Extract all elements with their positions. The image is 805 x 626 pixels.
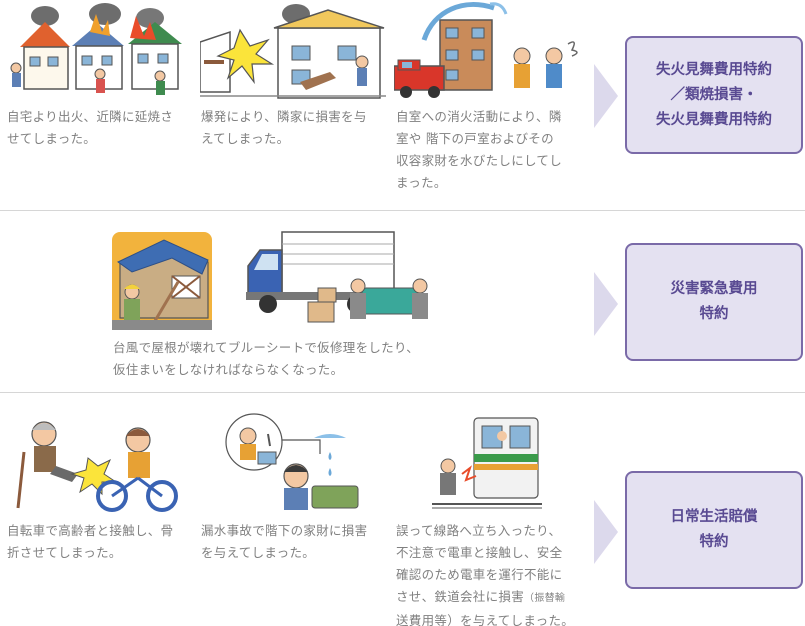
typhoon-repair-illustration <box>112 232 212 330</box>
row-disaster: 台風で屋根が壊れてブルーシートで仮修理をしたり、 仮住まいをしなければならなくな… <box>0 212 805 392</box>
caption-water-damage: 自室への消火活動により、隣 室や 階下の戸室およびその 収容家財を水びたしにして… <box>396 109 563 190</box>
arrow-right-icon <box>594 272 618 336</box>
caption-train: 誤って線路へ立ち入ったり、 不注意で電車と接触し、安全 確認のため電車を運行不能… <box>396 523 575 626</box>
divider <box>0 210 805 211</box>
caption-typhoon: 台風で屋根が壊れてブルーシートで仮修理をしたり、 仮住まいをしなければならなくな… <box>113 340 420 377</box>
house-fire-illustration <box>10 2 190 100</box>
fire-truck-illustration <box>394 0 586 100</box>
explosion-illustration <box>200 2 386 100</box>
caption-bicycle: 自転車で高齢者と接触し、骨 折させてしまった。 <box>7 523 174 560</box>
row-liability: 自転車で高齢者と接触し、骨 折させてしまった。 漏水事故で階下の家財に損害 を与… <box>0 394 805 626</box>
caption-house-fire: 自宅より出火、近隣に延焼さ せてしまった。 <box>7 109 174 146</box>
row-fire: 自宅より出火、近隣に延焼さ せてしまった。 爆発により、隣家に損害を与 えてしま… <box>0 0 805 210</box>
caption-explosion: 爆発により、隣家に損害を与 えてしまった。 <box>201 109 367 146</box>
rider-box-disaster: 災害緊急費用 特約 <box>625 243 803 361</box>
water-leak-illustration <box>224 412 364 512</box>
arrow-right-icon <box>594 500 618 564</box>
train-accident-illustration <box>432 414 542 512</box>
rider-box-liability: 日常生活賠償 特約 <box>625 471 803 589</box>
bicycle-accident-illustration <box>14 412 184 512</box>
caption-water-leak: 漏水事故で階下の家財に損害 を与えてしまった。 <box>201 523 368 560</box>
arrow-right-icon <box>594 64 618 128</box>
moving-truck-illustration <box>246 230 432 332</box>
divider <box>0 392 805 393</box>
rider-box-fire: 失火見舞費用特約 ／類焼損害・ 失火見舞費用特約 <box>625 36 803 154</box>
